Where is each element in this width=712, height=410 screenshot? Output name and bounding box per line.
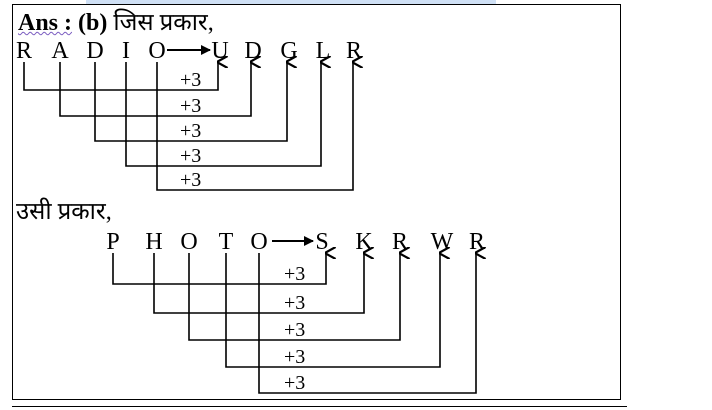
radio-target-letter: U [211,38,228,64]
radio-source-letter: O [148,38,165,64]
photo-target-letter: S [315,229,328,255]
radio-step-label: +3 [180,145,201,167]
photo-shift-connector [112,253,326,285]
page-divider [12,406,627,407]
radio-target-letter: L [316,38,331,64]
radio-shift-connector [125,62,321,167]
photo-source-letter: H [145,229,162,255]
photo-shift-connector [225,253,440,368]
answer-heading: Ans : (b) जिस प्रकार, [18,8,214,38]
radio-step-label: +3 [180,169,201,191]
answer-option: (b) [78,10,108,36]
photo-shift-connector [258,253,476,394]
photo-target-letter: R [392,229,408,255]
photo-target-letter: R [469,229,485,255]
radio-shift-connector [156,62,353,191]
radio-target-letter: D [244,38,261,64]
photo-target-letter: K [355,229,373,255]
radio-source-letter: D [86,38,103,64]
photo-source-letter: O [250,229,267,255]
radio-target-letter: G [280,38,297,64]
radio-shift-connector [59,62,251,117]
photo-shift-connector [188,253,400,341]
photo-step-label: +3 [284,372,305,394]
photo-source-letter: T [219,229,234,255]
radio-shift-connector [94,62,287,142]
radio-target-letter: R [346,38,362,64]
answer-box [12,4,621,400]
radio-step-label: +3 [180,120,201,142]
photo-step-label: +3 [284,263,305,285]
heading-text: जिस प्रकार, [113,10,214,36]
photo-source-letter: O [180,229,197,255]
answer-label: Ans : [18,10,73,36]
radio-source-letter: R [16,38,32,64]
photo-target-letter: W [431,229,454,255]
top-highlight-strip [86,0,496,4]
radio-source-letter: A [51,38,69,64]
similarly-label: उसी प्रकार, [16,199,112,225]
photo-source-letter: P [106,229,119,255]
radio-step-label: +3 [180,69,201,91]
photo-step-label: +3 [284,319,305,341]
photo-step-label: +3 [284,292,305,314]
radio-source-letter: I [122,38,130,64]
radio-shift-connector [23,62,218,91]
photo-step-label: +3 [284,346,305,368]
radio-step-label: +3 [180,95,201,117]
